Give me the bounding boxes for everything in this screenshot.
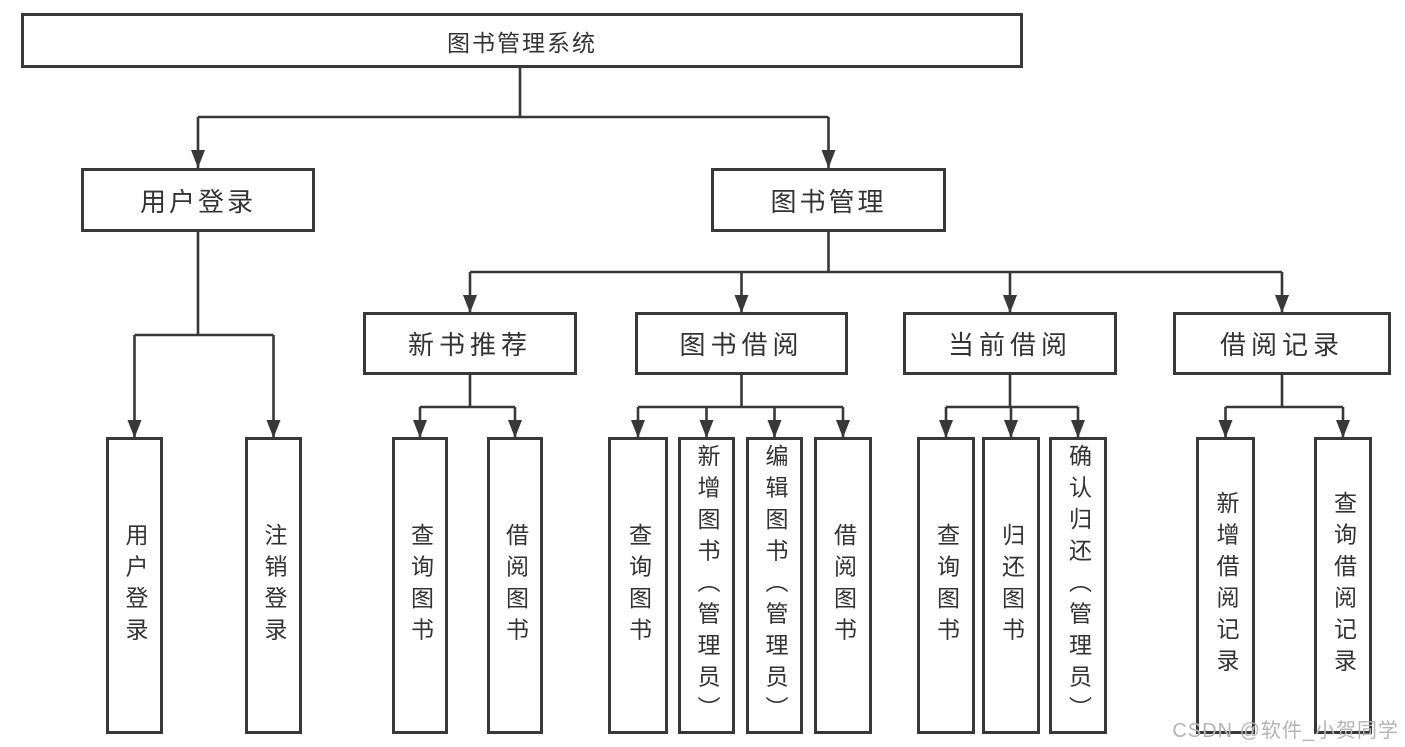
node-label: 查询图书 — [407, 522, 434, 649]
node-label: 确认归还（管理员） — [1065, 443, 1092, 728]
node-label: 归还图书 — [998, 522, 1025, 649]
node-current-borrowing: 当前借阅 — [903, 312, 1117, 375]
node-book-management: 图书管理 — [711, 168, 946, 232]
node-label: 图书借阅 — [679, 330, 804, 360]
node-label: 当前借阅 — [947, 330, 1072, 360]
node-library-system: 图书管理系统 — [21, 13, 1023, 68]
node-label: 用户登录 — [122, 522, 148, 649]
node-label: 新书推荐 — [407, 330, 532, 360]
leaf-borrow-query-books: 查询图书 — [608, 437, 668, 734]
node-label: 新增借阅记录 — [1213, 491, 1239, 680]
leaf-newbook-borrow-books: 借阅图书 — [487, 437, 543, 734]
node-label: 查询图书 — [933, 522, 960, 649]
connector-trunks — [134, 68, 1343, 409]
node-label: 借阅记录 — [1219, 330, 1344, 360]
watermark: CSDN @软件_小贺同学 — [1172, 720, 1399, 742]
node-label: 图书管理系统 — [447, 29, 597, 56]
leaf-current-confirm-return-admin: 确认归还（管理员） — [1049, 437, 1107, 734]
leaf-borrow-borrow-books: 借阅图书 — [814, 437, 872, 734]
node-new-book-recommend: 新书推荐 — [363, 312, 577, 375]
leaf-records-query-record: 查询借阅记录 — [1314, 437, 1372, 734]
leaf-user-login: 用户登录 — [106, 437, 163, 734]
connector-arrows — [127, 117, 1350, 438]
node-borrow-records: 借阅记录 — [1173, 312, 1391, 375]
node-book-borrowing: 图书借阅 — [635, 312, 848, 375]
node-label: 编辑图书（管理员） — [762, 443, 788, 728]
node-label: 用户登录 — [139, 186, 256, 217]
leaf-borrow-edit-books-admin: 编辑图书（管理员） — [746, 437, 803, 734]
leaf-newbook-query-books: 查询图书 — [392, 437, 448, 734]
node-label: 注销登录 — [261, 522, 287, 649]
node-label: 查询借阅记录 — [1330, 491, 1357, 680]
node-label: 借阅图书 — [502, 522, 529, 649]
leaf-current-query-books: 查询图书 — [917, 437, 975, 734]
node-label: 新增图书（管理员） — [694, 443, 720, 728]
leaf-logout: 注销登录 — [245, 437, 302, 734]
leaf-borrow-add-books-admin: 新增图书（管理员） — [678, 437, 735, 734]
node-label: 查询图书 — [625, 522, 652, 649]
leaf-records-add-record: 新增借阅记录 — [1196, 437, 1255, 734]
node-user-login: 用户登录 — [81, 168, 315, 232]
node-label: 图书管理 — [770, 186, 887, 217]
node-label: 借阅图书 — [830, 522, 857, 649]
leaf-current-return-books: 归还图书 — [982, 437, 1040, 734]
